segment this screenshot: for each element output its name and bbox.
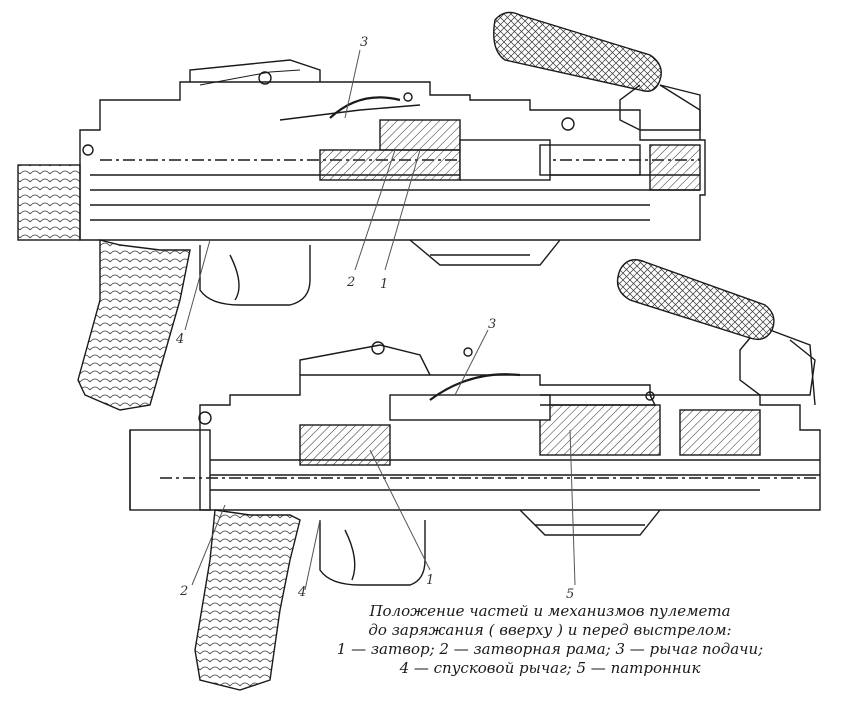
caption-line-4: 4 — спусковой рычаг; 5 — патронник <box>399 659 701 677</box>
bottom-label-1: 1 <box>426 573 434 588</box>
bottom-label-5: 5 <box>566 587 574 602</box>
bottom-callouts <box>191 329 576 591</box>
bottom-carry-handle <box>616 259 816 406</box>
bottom-label-4: 4 <box>297 585 306 600</box>
top-receiver <box>79 81 706 241</box>
bottom-pistol-grip <box>194 509 301 691</box>
bottom-bolt-carrier <box>299 424 391 466</box>
top-label-4: 4 <box>175 332 184 347</box>
top-label-1: 1 <box>380 277 388 292</box>
top-callouts <box>184 49 421 331</box>
bottom-label-2: 2 <box>179 584 188 599</box>
caption-line-3: 1 — затвор; 2 — затворная рама; 3 — рыча… <box>336 640 764 658</box>
bottom-stock <box>129 429 211 511</box>
top-stock <box>17 164 81 241</box>
top-label-3: 3 <box>360 35 368 50</box>
bottom-label-3: 3 <box>488 317 496 332</box>
top-bolt <box>379 119 461 151</box>
bottom-chamber <box>539 404 661 456</box>
caption-line-2: до заряжания ( вверху ) и перед выстрело… <box>368 621 732 639</box>
caption-line-1: Положение частей и механизмов пулемета <box>369 602 731 620</box>
top-gun-view <box>17 11 706 411</box>
bottom-gun-view <box>129 259 821 691</box>
figure-caption: Положение частей и механизмов пулемета д… <box>300 602 800 678</box>
top-carry-handle <box>493 11 701 140</box>
top-pistol-grip <box>77 239 191 411</box>
top-label-2: 2 <box>346 275 355 290</box>
